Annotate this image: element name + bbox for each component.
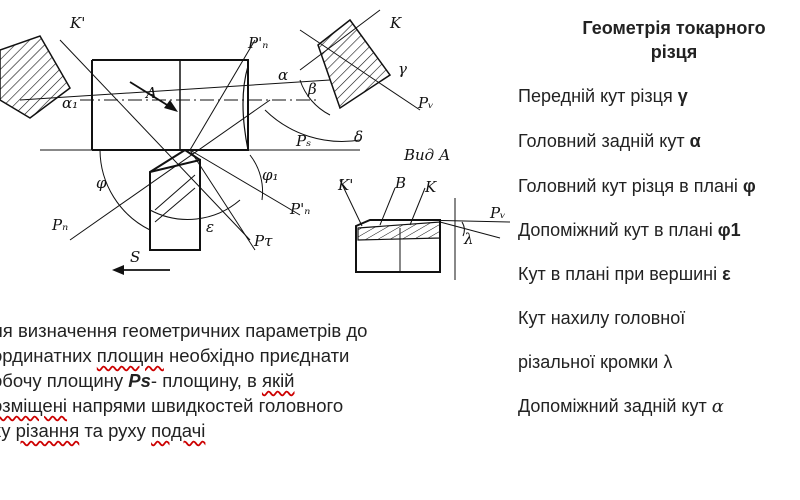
para-line-4: озміщені напрями швидкостей головного bbox=[0, 395, 344, 416]
cutter-geometry-drawing: K' K A α₁ P'ₙ α β γ Pᵥ Pₛ δ φ φ₁ Pₙ P'ₙ … bbox=[0, 9, 511, 280]
label-phi: φ bbox=[96, 174, 107, 192]
label-pn2: P'ₙ bbox=[289, 200, 310, 218]
label-pv: Pᵥ bbox=[417, 94, 434, 112]
angle-item: Головний кут різця в плані φ bbox=[518, 176, 756, 196]
angle-item: Кут нахилу головної bbox=[518, 308, 686, 328]
label-pn: Pₙ bbox=[51, 216, 68, 234]
label-beta: β bbox=[307, 80, 317, 98]
para-line-5: ху різання та руху подачі bbox=[0, 420, 206, 441]
label-lambda: λ bbox=[463, 230, 474, 248]
angle-item: Допоміжний кут в плані φ1 bbox=[518, 220, 741, 240]
label-eps: ε bbox=[206, 218, 214, 236]
title-line-2: різця bbox=[650, 42, 698, 62]
label-s: S bbox=[130, 248, 140, 266]
label-k: K bbox=[389, 14, 402, 32]
angle-item: Допоміжний задній кут α bbox=[518, 396, 724, 417]
view-a bbox=[339, 179, 511, 280]
para-line-3: обочу площину Ps- площину, в якій bbox=[0, 370, 295, 391]
label-pn1-top: P'ₙ bbox=[247, 34, 268, 52]
view-direction-arrow bbox=[129, 81, 178, 112]
label-pv-view: Pᵥ bbox=[489, 204, 506, 222]
slide-title: Геометрія токарного різця bbox=[548, 16, 800, 64]
label-alpha1: α₁ bbox=[62, 94, 78, 112]
section-k1-left bbox=[0, 35, 71, 119]
angle-item: Головний задній кут α bbox=[518, 131, 701, 151]
label-ps: Pₛ bbox=[295, 132, 311, 150]
angle-item: Передній кут різця γ bbox=[518, 86, 688, 106]
label-delta: δ bbox=[354, 128, 363, 146]
label-vid-a: Вид А bbox=[403, 146, 450, 164]
label-k1-view: K' bbox=[337, 176, 353, 194]
label-phi1: φ₁ bbox=[262, 166, 279, 184]
label-k-view: K bbox=[424, 178, 437, 196]
label-k1: K' bbox=[69, 14, 85, 32]
label-b-view: B bbox=[394, 174, 406, 192]
title-line-1: Геометрія токарного bbox=[582, 18, 766, 38]
label-alpha: α bbox=[278, 66, 288, 84]
section-k-right bbox=[299, 9, 421, 116]
label-gamma: γ bbox=[398, 60, 407, 78]
angle-item: різальної кромки λ bbox=[518, 352, 673, 372]
angle-item: Кут в плані при вершині ε bbox=[518, 264, 731, 284]
label-a: A bbox=[144, 84, 157, 102]
tool-shank bbox=[149, 149, 201, 251]
feed-arrow bbox=[112, 265, 170, 275]
explanation-paragraph: ля визначення геометричних параметрів до… bbox=[0, 318, 480, 443]
para-line-1: ля визначення геометричних параметрів до bbox=[0, 320, 368, 341]
para-line-2: ординатних площин необхідно приєднати bbox=[0, 345, 350, 366]
reference-lines bbox=[19, 39, 361, 251]
label-ptau: Pτ bbox=[253, 232, 273, 250]
